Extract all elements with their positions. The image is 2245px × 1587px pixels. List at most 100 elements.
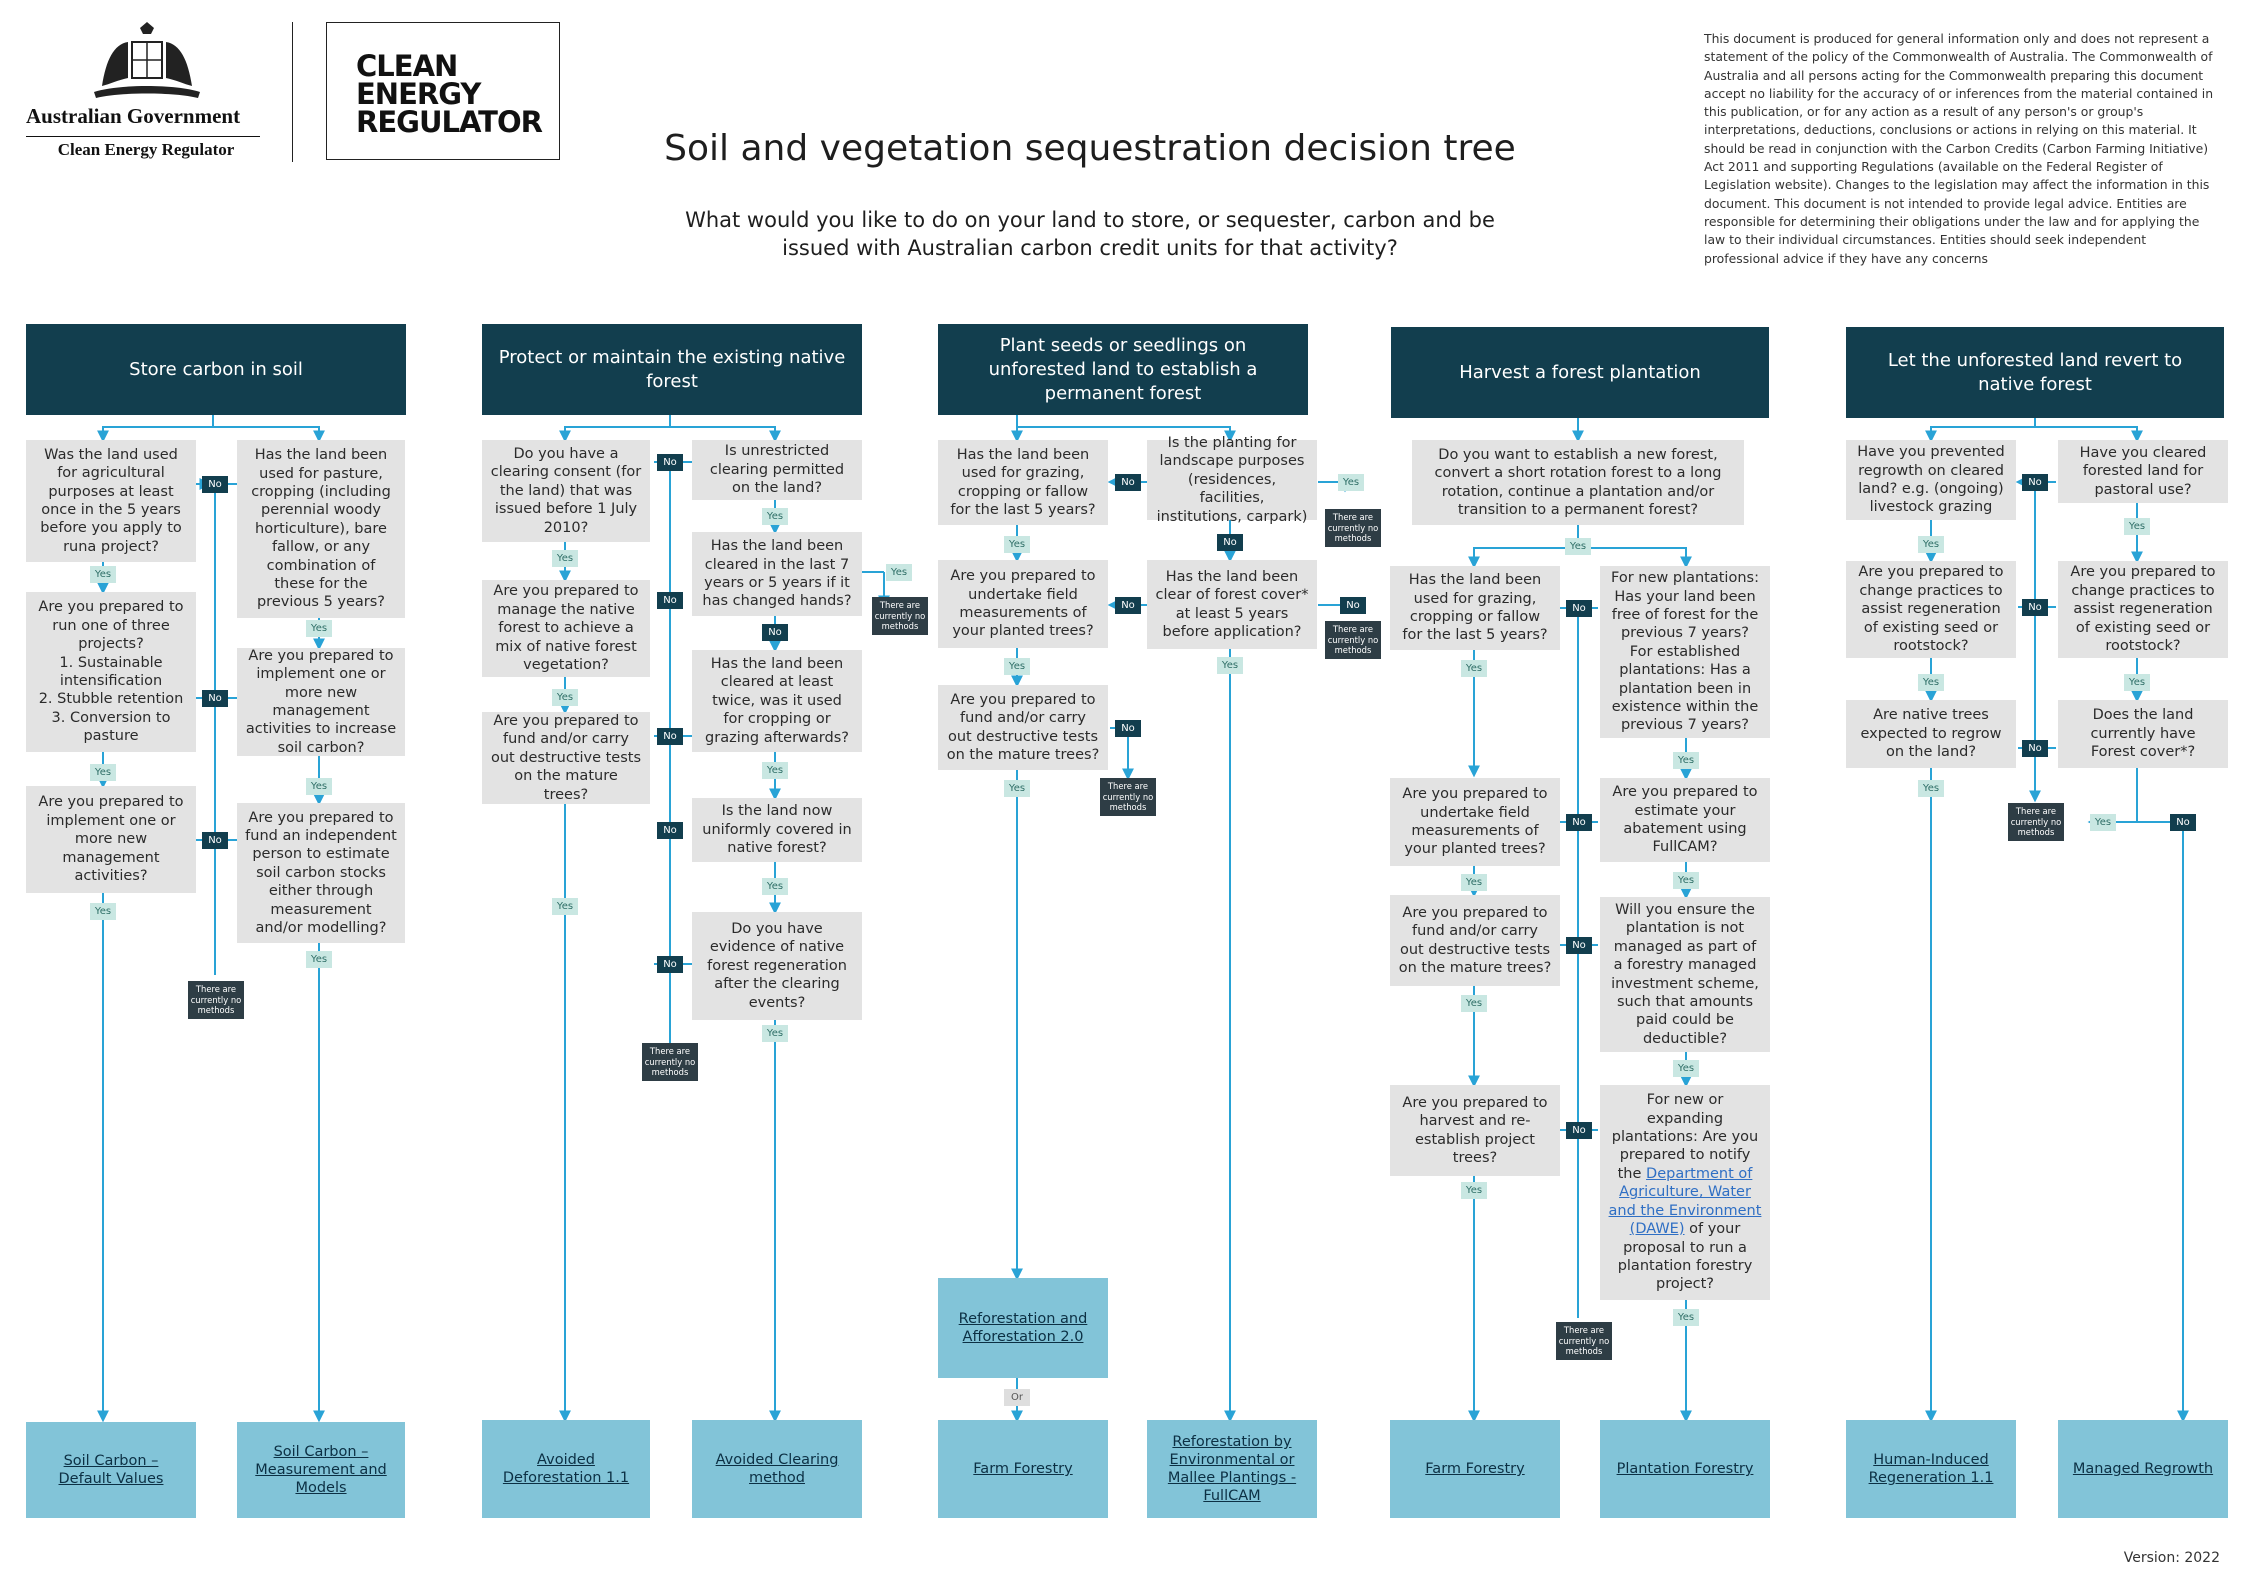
no-tag: No xyxy=(657,956,683,973)
question-prevented-regrowth: Have you prevented regrowth on cleared l… xyxy=(1846,440,2016,520)
agency-name: Clean Energy Regulator xyxy=(57,140,235,159)
question-manage-native-forest: Are you prepared to manage the native fo… xyxy=(482,580,650,677)
method-managed-regrowth[interactable]: Managed Regrowth xyxy=(2058,1420,2228,1518)
no-tag: No xyxy=(202,476,228,493)
method-environmental-mallee-plantings[interactable]: Reforestation by Environmental or Mallee… xyxy=(1147,1420,1317,1518)
regulator-logo: CLEAN ENERGY REGULATOR xyxy=(356,49,543,139)
question-grazing-cropping-fallow: Has the land been used for grazing, crop… xyxy=(1390,566,1560,650)
no-tag: No xyxy=(762,624,788,641)
yes-tag: Yes xyxy=(1338,474,1364,491)
yes-tag: Yes xyxy=(306,620,332,637)
no-tag: No xyxy=(1566,1122,1592,1139)
method-soil-carbon-default-values[interactable]: Soil Carbon – Default Values xyxy=(26,1422,196,1518)
no-tag: No xyxy=(2170,814,2196,831)
yes-tag: Yes xyxy=(1461,995,1487,1012)
yes-tag: Yes xyxy=(2124,674,2150,691)
no-tag: No xyxy=(2022,599,2048,616)
no-methods-note: There are currently no methods xyxy=(2008,803,2064,841)
no-tag: No xyxy=(657,728,683,745)
question-cleared-twice: Has the land been cleared at least twice… xyxy=(692,650,862,752)
header-protect-native-forest: Protect or maintain the existing native … xyxy=(482,324,862,415)
no-tag: No xyxy=(202,832,228,849)
yes-tag: Yes xyxy=(2090,814,2116,831)
question-free-of-forest-7-years: For new plantations: Has your land been … xyxy=(1600,566,1770,738)
method-avoided-clearing[interactable]: Avoided Clearing method xyxy=(692,1420,862,1518)
yes-tag: Yes xyxy=(306,778,332,795)
question-clearing-consent: Do you have a clearing consent (for the … xyxy=(482,440,650,542)
question-fund-independent-person: Are you prepared to fund an independent … xyxy=(237,803,405,943)
yes-tag: Yes xyxy=(552,550,578,567)
method-human-induced-regeneration[interactable]: Human-Induced Regeneration 1.1 xyxy=(1846,1420,2016,1518)
no-tag: No xyxy=(1115,597,1141,614)
yes-tag: Yes xyxy=(552,689,578,706)
yes-tag: Yes xyxy=(1004,536,1030,553)
notify-dawe-text-start: For new or expanding plantations: Are yo… xyxy=(1611,1092,1759,1182)
question-change-practices-managed: Are you prepared to change practices to … xyxy=(2058,561,2228,658)
header-revert-native-forest: Let the unforested land revert to native… xyxy=(1846,327,2224,418)
disclaimer-text: This document is produced for general in… xyxy=(1704,31,2214,266)
branding-rule xyxy=(26,136,260,137)
question-destructive-tests-plantation: Are you prepared to fund and/or carry ou… xyxy=(1390,895,1560,986)
question-destructive-tests: Are you prepared to fund and/or carry ou… xyxy=(482,712,650,804)
yes-tag: Yes xyxy=(1673,752,1699,769)
method-farm-forestry-planting[interactable]: Farm Forestry xyxy=(938,1420,1108,1518)
no-tag: No xyxy=(1115,474,1141,491)
yes-tag: Yes xyxy=(1217,657,1243,674)
no-tag: No xyxy=(657,454,683,471)
no-methods-note: There are currently no methods xyxy=(1325,621,1381,659)
no-methods-note: There are currently no methods xyxy=(1556,1322,1612,1360)
no-tag: No xyxy=(202,690,228,707)
question-field-measurements: Are you prepared to undertake field meas… xyxy=(938,560,1108,648)
government-name: Australian Government xyxy=(26,104,241,128)
question-destructive-tests-mature-trees: Are you prepared to fund and/or carry ou… xyxy=(938,685,1108,770)
no-tag: No xyxy=(1566,937,1592,954)
commonwealth-crest-logo xyxy=(88,20,206,102)
question-grazing-cropping-5-years: Has the land been used for grazing, crop… xyxy=(938,440,1108,525)
yes-tag: Yes xyxy=(1918,780,1944,797)
no-tag: No xyxy=(657,592,683,609)
yes-tag: Yes xyxy=(1461,874,1487,891)
yes-tag: Yes xyxy=(1461,660,1487,677)
version-label: Version: 2022 xyxy=(2123,1550,2220,1566)
no-tag: No xyxy=(1217,534,1243,551)
header-store-carbon-in-soil: Store carbon in soil xyxy=(26,324,406,415)
question-field-measurements-planted: Are you prepared to undertake field meas… xyxy=(1390,778,1560,866)
question-land-agricultural-use: Was the land used for agricultural purpo… xyxy=(26,440,196,562)
yes-tag: Yes xyxy=(762,878,788,895)
yes-tag: Yes xyxy=(1004,780,1030,797)
no-tag: No xyxy=(2022,740,2048,757)
question-pasture-cropping: Has the land been used for pasture, crop… xyxy=(237,440,405,618)
question-uniformly-covered: Is the land now uniformly covered in nat… xyxy=(692,798,862,862)
or-tag: Or xyxy=(1004,1389,1030,1406)
dawe-link[interactable]: Department of Agriculture, Water and the… xyxy=(1608,1165,1762,1238)
no-tag: No xyxy=(1566,600,1592,617)
method-avoided-deforestation[interactable]: Avoided Deforestation 1.1 xyxy=(482,1420,650,1518)
question-unrestricted-clearing: Is unrestricted clearing permitted on th… xyxy=(692,440,862,500)
yes-tag: Yes xyxy=(762,1025,788,1042)
no-methods-note: There are currently no methods xyxy=(1325,509,1381,547)
method-plantation-forestry[interactable]: Plantation Forestry xyxy=(1600,1420,1770,1518)
question-land-cleared-recently: Has the land been cleared in the last 7 … xyxy=(692,532,862,616)
logo-divider xyxy=(292,22,293,162)
method-soil-carbon-measurement-models[interactable]: Soil Carbon – Measurement and Models xyxy=(237,1422,405,1518)
method-farm-forestry-harvest[interactable]: Farm Forestry xyxy=(1390,1420,1560,1518)
page-subtitle: What would you like to do on your land t… xyxy=(685,208,1495,260)
no-tag: No xyxy=(657,822,683,839)
question-cleared-forested-land: Have you cleared forested land for pasto… xyxy=(2058,440,2228,503)
question-native-trees-regrow: Are native trees expected to regrow on t… xyxy=(1846,700,2016,768)
yes-tag: Yes xyxy=(1673,872,1699,889)
question-landscape-planting: Is the planting for landscape purposes (… xyxy=(1147,435,1317,525)
question-establish-new-forest: Do you want to establish a new forest, c… xyxy=(1412,440,1744,525)
yes-tag: Yes xyxy=(1918,536,1944,553)
yes-tag: Yes xyxy=(1004,658,1030,675)
question-increase-soil-carbon: Are you prepared to implement one or mor… xyxy=(237,648,405,756)
yes-tag: Yes xyxy=(762,508,788,525)
yes-tag: Yes xyxy=(552,898,578,915)
header-plant-permanent-forest: Plant seeds or seedlings on unforested l… xyxy=(938,324,1308,415)
method-reforestation-afforestation[interactable]: Reforestation and Afforestation 2.0 xyxy=(938,1278,1108,1378)
no-methods-note: There are currently no methods xyxy=(188,981,244,1019)
question-clear-of-forest-cover: Has the land been clear of forest cover*… xyxy=(1147,560,1317,649)
question-fullcam-estimate: Are you prepared to estimate your abatem… xyxy=(1600,778,1770,862)
question-harvest-reestablish: Are you prepared to harvest and re-estab… xyxy=(1390,1085,1560,1176)
